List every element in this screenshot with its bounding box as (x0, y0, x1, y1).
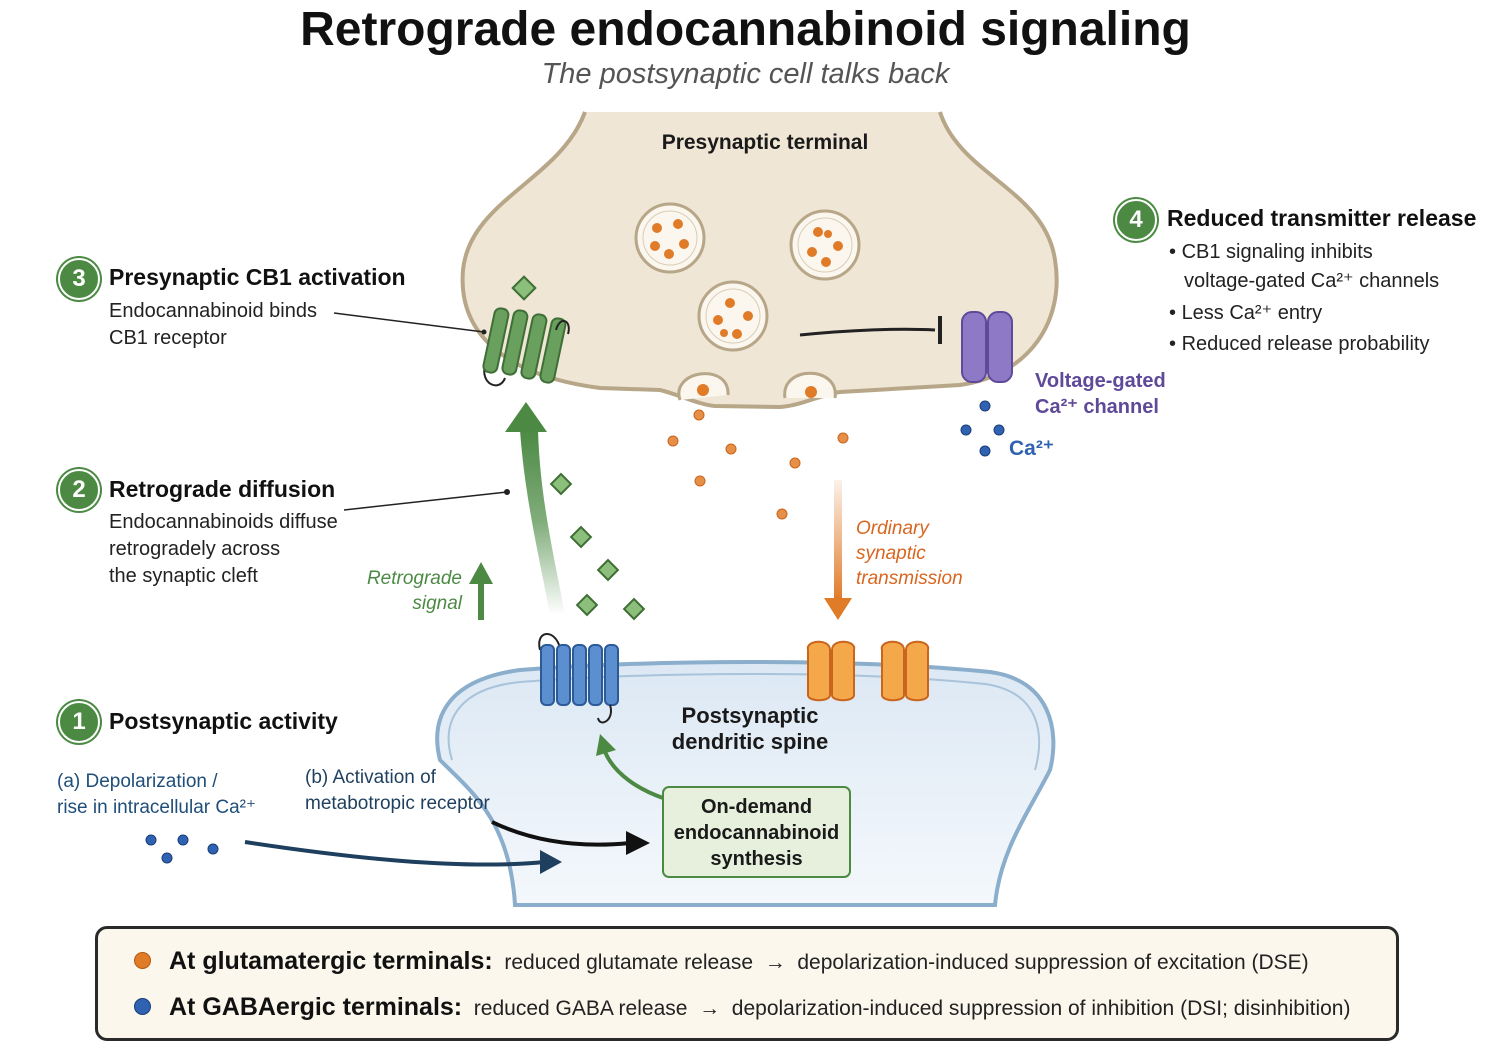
step2-number-badge: 2 (58, 469, 100, 511)
bound-endocannabinoid-icon (511, 275, 537, 301)
footer-row2-bold: At GABAergic terminals: (169, 993, 463, 1021)
synthesis-line3: synthesis (710, 848, 803, 870)
blue-dot-icon (134, 997, 151, 1015)
synthesis-label: On-demand endocannabinoid synthesis (663, 794, 850, 872)
vgcc-line1: Voltage-gated (1035, 370, 1166, 392)
ionotropic-receptor-icons (806, 640, 930, 702)
step4-bullet-1-cont: voltage-gated Ca²⁺ channels (1184, 270, 1440, 292)
step4-bullets: • CB1 signaling inhibits voltage-gated C… (1169, 238, 1439, 359)
synthesis-line2: endocannabinoid (673, 822, 840, 844)
ordinary-transmission-arrow (834, 480, 842, 600)
retrograde-line1: Retrograde (366, 568, 462, 589)
step3-leader (333, 312, 485, 333)
summary-footer: At glutamatergic terminals: reduced glut… (95, 926, 1399, 1041)
step4-bullet-3: • Reduced release probability (1169, 333, 1430, 355)
metabotropic-receptor-icon (538, 633, 619, 724)
step1b-line2: metabotropic receptor (305, 793, 490, 814)
step1b-text: (b) Activation of metabotropic receptor (305, 765, 490, 817)
vgcc-channel-icon (961, 311, 1013, 383)
footer-row-gabaergic: At GABAergic terminals: reduced GABA rel… (134, 993, 1350, 1022)
presynaptic-label: Presynaptic terminal (661, 131, 869, 154)
step1a-line1: (a) Depolarization / (57, 771, 218, 792)
footer-row1-bold: At glutamatergic terminals: (169, 947, 493, 975)
step1b-line1: (b) Activation of (305, 767, 436, 788)
step1-number-badge: 1 (58, 701, 100, 743)
step4-bullet-2-text: Less Ca²⁺ entry (1181, 302, 1323, 324)
step3-body-line2: CB1 receptor (109, 327, 227, 349)
footer-row2-text: reduced GABA release (473, 997, 688, 1020)
step1-heading: Postsynaptic activity (109, 708, 338, 734)
fusing-vesicles (677, 371, 837, 401)
postsynaptic-label: Postsynaptic dendritic spine (640, 703, 860, 755)
cb1-receptor-icon (482, 307, 570, 387)
ordinary-line1: Ordinary (856, 518, 929, 539)
retrograde-signal-label: Retrograde signal (352, 566, 462, 616)
postsynaptic-label-line1: Postsynaptic (681, 703, 819, 728)
retrograde-line2: signal (412, 593, 462, 614)
step2-heading: Retrograde diffusion (109, 476, 336, 502)
synthesis-to-receptor-arrow (603, 751, 664, 800)
ordinary-transmission-label: Ordinary synaptic transmission (856, 516, 963, 591)
footer-row1-arrow: → (764, 951, 786, 974)
released-neurotransmitter (667, 409, 849, 520)
step3-body-line1: Endocannabinoid binds (109, 300, 317, 322)
page-subtitle: The postsynaptic cell talks back (541, 58, 950, 90)
step4-bullet-3-text: Reduced release probability (1181, 333, 1430, 355)
step2-body-line1: Endocannabinoids diffuse (109, 511, 338, 533)
footer-row2-result: depolarization-induced suppression of in… (731, 997, 1351, 1020)
step4-heading: Reduced transmitter release (1167, 205, 1477, 231)
step1a-line2: rise in intracellular Ca²⁺ (57, 797, 257, 818)
ca-ion-label: Ca²⁺ (1009, 437, 1054, 460)
postsynaptic-label-line2: dendritic spine (671, 729, 829, 754)
page-title: Retrograde endocannabinoid signaling (300, 3, 1191, 56)
step2-leader (343, 491, 508, 511)
presynaptic-terminal (460, 111, 1059, 410)
step1a-text: (a) Depolarization / rise in intracellul… (57, 769, 256, 821)
step3-heading: Presynaptic CB1 activation (109, 264, 406, 290)
metabotropic-arrow (491, 820, 631, 847)
ordinary-line3: transmission (856, 568, 963, 589)
step4-bullet-1-text: CB1 signaling inhibits (1181, 241, 1373, 263)
step4-number-badge: 4 (1115, 199, 1157, 241)
vgcc-label: Voltage-gated Ca²⁺ channel (1035, 368, 1166, 420)
footer-row2-arrow: → (699, 997, 721, 1020)
inhibition-arrow (799, 327, 936, 337)
step2-body: Endocannabinoids diffuse retrogradely ac… (109, 509, 338, 590)
endocannabinoid-molecules (549, 472, 646, 621)
step3-body: Endocannabinoid binds CB1 receptor (109, 298, 317, 352)
synaptic-vesicles (634, 202, 861, 352)
synthesis-line1: On-demand (700, 796, 813, 818)
step4-bullet-2: • Less Ca²⁺ entry (1169, 302, 1323, 324)
step2-body-line3: the synaptic cleft (109, 565, 258, 587)
step2-body-line2: retrogradely across (109, 538, 281, 560)
step4-bullet-1: • CB1 signaling inhibits (1169, 241, 1373, 263)
step3-number-badge: 3 (58, 258, 100, 300)
intracellular-calcium-ions (145, 834, 219, 864)
depolarization-arrow (244, 840, 546, 867)
retrograde-arrow (520, 430, 565, 615)
footer-row-glutamatergic: At glutamatergic terminals: reduced glut… (134, 947, 1309, 976)
footer-row1-text: reduced glutamate release (504, 951, 754, 974)
vgcc-line2: Ca²⁺ channel (1035, 396, 1159, 418)
calcium-ions (960, 400, 1005, 457)
orange-dot-icon (134, 951, 151, 969)
ordinary-line2: synaptic (856, 543, 926, 564)
synthesis-box (662, 786, 851, 878)
footer-row1-result: depolarization-induced suppression of ex… (797, 951, 1309, 974)
